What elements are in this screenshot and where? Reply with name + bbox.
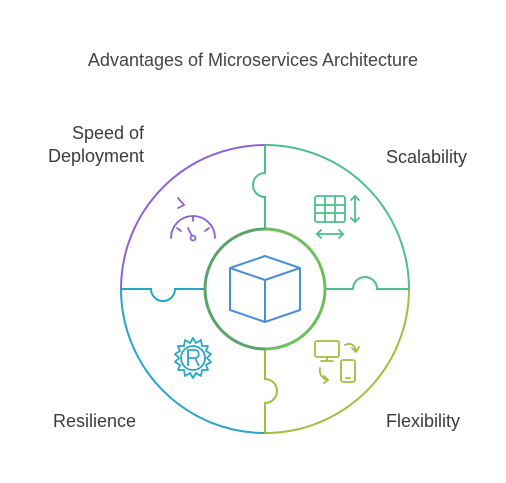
label-speed-line: Speed of Deployment — [47, 123, 144, 166]
arc-scalability — [264, 144, 410, 290]
arc-flexibility — [264, 288, 410, 434]
divider-right — [325, 276, 409, 290]
divider-left — [121, 288, 205, 302]
diagram-title: Advantages of Microservices Architecture — [87, 50, 419, 70]
speedometer-icon — [170, 197, 216, 242]
arc-resilience — [120, 288, 266, 434]
arc-speed — [120, 144, 266, 290]
label-flexibility: Flexibility — [386, 411, 461, 431]
label-scalability: Scalability — [386, 147, 468, 167]
devices-sync-icon — [314, 340, 360, 384]
divider-bottom — [264, 349, 278, 433]
rust-gear-icon — [174, 337, 212, 379]
table-resize-icon — [314, 194, 360, 239]
cube-icon — [229, 255, 301, 323]
divider-top — [252, 145, 266, 229]
inner-circle-right — [264, 227, 327, 351]
label-speed-of-deployment: Speed of Deployment — [20, 122, 144, 168]
label-resilience: Resilience — [53, 411, 137, 431]
inner-circle-left — [203, 227, 266, 351]
